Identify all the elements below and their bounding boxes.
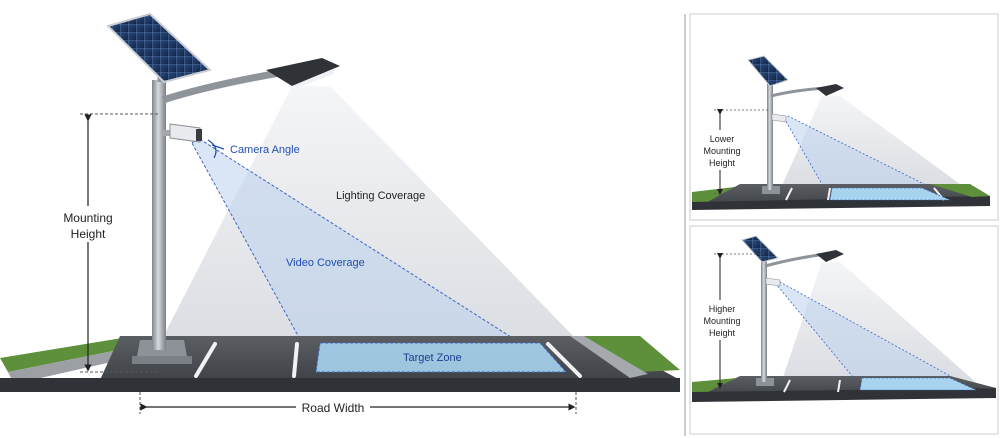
inset-top-label-line2: Mounting	[703, 146, 740, 156]
video-coverage-label: Video Coverage	[286, 257, 365, 269]
inset-bottom-lighting-cone	[780, 262, 980, 386]
road-width-label: Road Width	[302, 401, 365, 415]
inset-top-label-line3: Height	[709, 158, 736, 168]
grass-right	[580, 336, 680, 372]
light-arm	[161, 68, 286, 104]
mounting-height-label-line2: Height	[71, 227, 106, 241]
main-scene: Camera Angle Lighting Coverage Video Cov…	[0, 12, 680, 416]
inset-higher-mounting: Higher Mounting Height	[689, 225, 999, 435]
inset-lower-mounting: Lower Mounting Height	[689, 13, 999, 221]
lamp-head	[266, 58, 340, 86]
inset-top-label-line1: Lower	[710, 134, 735, 144]
road-front-edge	[0, 378, 680, 392]
lighting-coverage-label: Lighting Coverage	[336, 190, 425, 202]
lighting-coverage-cone	[160, 86, 580, 343]
solar-panel	[106, 12, 213, 84]
pole-base-plate	[132, 356, 192, 364]
inset-bottom-video-cone	[775, 281, 973, 389]
lamp-lens	[292, 68, 336, 88]
lane-markings	[194, 342, 582, 378]
inset-top-video-cone	[783, 115, 953, 199]
camera-angle-label: Camera Angle	[230, 144, 300, 156]
curb-left	[8, 348, 138, 384]
target-zone	[315, 342, 568, 373]
grass-left	[0, 338, 128, 372]
mounting-height-label-line1: Mounting	[63, 211, 112, 225]
curb-right	[570, 336, 648, 378]
inset-bottom-target-zone	[859, 377, 977, 391]
inset-bottom-label-line2: Mounting	[703, 316, 740, 326]
inset-bottom-label-line1: Higher	[709, 304, 736, 314]
camera-angle-arc	[207, 139, 217, 159]
pole	[152, 80, 166, 350]
camera	[162, 123, 202, 143]
inset-top-target-zone	[829, 187, 951, 201]
target-zone-label: Target Zone	[403, 352, 462, 364]
inset-bottom-label-line3: Height	[709, 328, 736, 338]
